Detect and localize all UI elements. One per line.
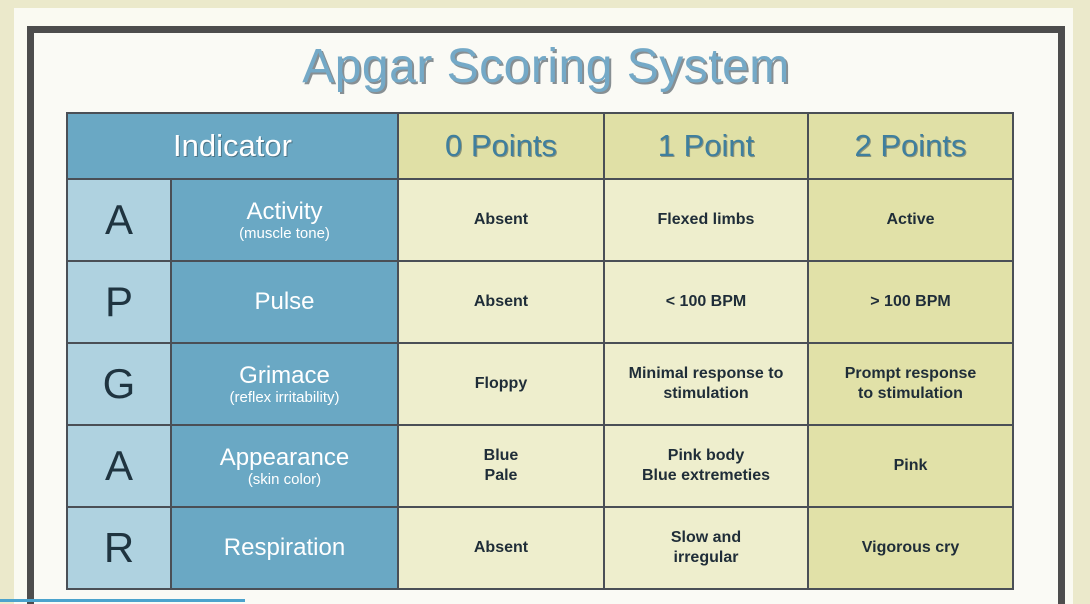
score-text-line: Pale: [484, 467, 518, 484]
score-text-line: Absent: [473, 539, 529, 556]
score-cell-p1: Minimal response to stimulation: [603, 342, 809, 426]
indicator-cell: Respiration: [170, 506, 399, 590]
score-cell-p0: Floppy: [397, 342, 605, 426]
score-cell-p0: Absent: [397, 178, 605, 262]
score-text-line: Pink body: [667, 447, 745, 464]
column-header-1-point: 1 Point: [603, 112, 809, 180]
apgar-letter-cell: G: [66, 342, 172, 426]
apgar-letter-cell: P: [66, 260, 172, 344]
score-text-line: Minimal response to: [628, 365, 784, 382]
indicator-subtitle: (skin color): [247, 471, 322, 489]
score-cell-p2: Active: [807, 178, 1014, 262]
page-edge-top: [0, 0, 1090, 8]
score-cell-p1: Flexed limbs: [603, 178, 809, 262]
score-text-line: irregular: [673, 549, 739, 566]
score-text-line: Blue extremeties: [641, 467, 771, 484]
score-text-line: Floppy: [474, 375, 528, 392]
score-text-line: Vigorous cry: [861, 539, 960, 556]
apgar-letter-cell: A: [66, 424, 172, 508]
indicator-cell: Activity(muscle tone): [170, 178, 399, 262]
apgar-letter-cell: R: [66, 506, 172, 590]
bottom-progress-line: [0, 599, 245, 602]
score-text-line: Flexed limbs: [657, 211, 755, 228]
score-cell-p2: > 100 BPM: [807, 260, 1014, 344]
score-text-line: < 100 BPM: [665, 293, 747, 310]
indicator-subtitle: (muscle tone): [239, 225, 330, 243]
score-cell-p2: Vigorous cry: [807, 506, 1014, 590]
indicator-cell: Appearance(skin color): [170, 424, 399, 508]
column-header-0-points: 0 Points: [397, 112, 605, 180]
page-edge-left: [0, 0, 14, 604]
score-text-line: Blue: [483, 447, 519, 464]
score-text-line: Pink: [893, 457, 928, 474]
indicator-name: Activity: [246, 197, 323, 225]
indicator-name: Grimace: [239, 361, 330, 389]
score-cell-p0: Absent: [397, 260, 605, 344]
indicator-name: Pulse: [254, 288, 315, 316]
column-header-2-points: 2 Points: [807, 112, 1014, 180]
table-row: R Respiration Absent Slow and irregular Vigor…: [66, 506, 1014, 590]
indicator-name: Respiration: [223, 534, 346, 562]
indicator-name: Appearance: [219, 443, 350, 471]
column-header-indicator: Indicator: [66, 112, 399, 180]
score-text-line: Absent: [473, 211, 529, 228]
score-text-line: to stimulation: [858, 385, 963, 402]
score-text-line: stimulation: [663, 385, 749, 402]
indicator-cell: Pulse: [170, 260, 399, 344]
score-cell-p2: Pink: [807, 424, 1014, 508]
score-cell-p1: Slow and irregular: [603, 506, 809, 590]
page-edge-right: [1073, 0, 1090, 604]
slide-canvas: Apgar Scoring System Indicator 0 Points …: [34, 33, 1058, 604]
score-text-line: Prompt response: [844, 365, 977, 382]
score-cell-p2: Prompt response to stimulation: [807, 342, 1014, 426]
page-title: Apgar Scoring System: [302, 40, 790, 93]
score-text-line: Active: [886, 211, 935, 228]
apgar-letter-cell: A: [66, 178, 172, 262]
score-text-line: > 100 BPM: [870, 293, 951, 310]
score-cell-p1: < 100 BPM: [603, 260, 809, 344]
table-row: P Pulse Absent < 100 BPM > 100 BPM: [66, 260, 1014, 344]
indicator-cell: Grimace(reflex irritability): [170, 342, 399, 426]
indicator-subtitle: (reflex irritability): [229, 389, 340, 407]
table-header-row: Indicator 0 Points 1 Point 2 Points: [66, 112, 1014, 180]
score-text-line: Slow and: [670, 529, 742, 546]
score-text-line: Absent: [473, 293, 529, 310]
score-cell-p0: Absent: [397, 506, 605, 590]
